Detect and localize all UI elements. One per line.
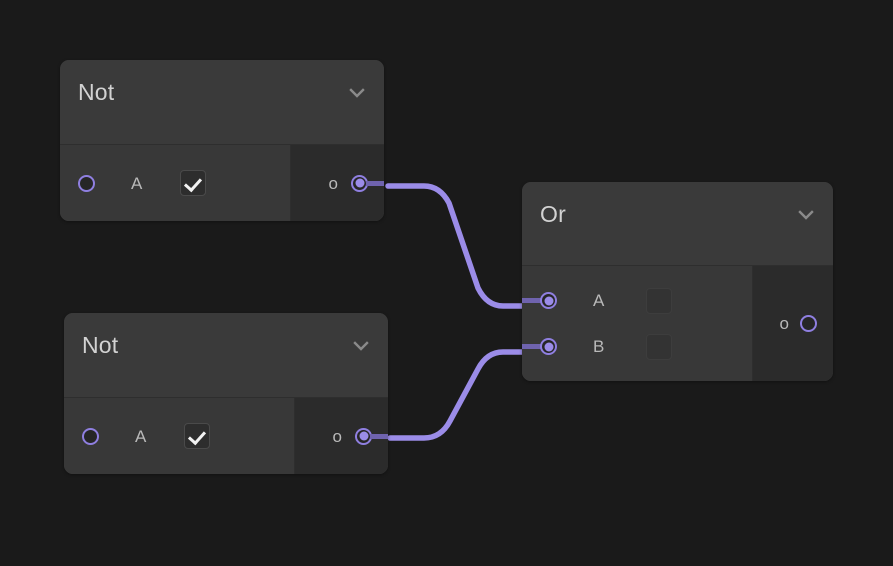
node-inputs-section: A [64,398,295,474]
output-port-row[interactable]: o [295,413,388,459]
node-not-1[interactable]: Not A o [60,60,384,221]
input-port-label: A [135,426,147,446]
output-port-label: o [332,426,342,446]
input-value-checkbox[interactable] [646,287,673,314]
node-outputs-section: o [753,266,833,381]
chevron-down-icon[interactable] [352,339,370,353]
input-port-a[interactable] [82,427,99,445]
input-port-label: B [593,337,605,356]
output-port-row[interactable]: o [291,160,384,206]
node-title: Not [82,332,119,358]
output-wire-stub [370,433,388,439]
node-outputs-section: o [291,145,384,221]
node-outputs-section: o [295,398,388,474]
input-port-row[interactable]: B [522,324,752,370]
output-port-o[interactable] [800,315,817,332]
input-value-checkbox[interactable] [180,170,207,196]
input-value-checkbox[interactable] [184,423,211,449]
node-title: Not [78,79,115,105]
node-header[interactable]: Not [60,60,384,145]
input-port-label: A [593,291,605,310]
node-header[interactable]: Or [522,182,833,266]
connection-wire [387,349,537,441]
node-body: A o [60,145,384,221]
node-inputs-section: A B [522,266,753,381]
input-port-row[interactable]: A [522,278,752,324]
input-port-row[interactable]: A [60,160,290,206]
input-wire-stub [522,298,542,303]
input-port-a[interactable] [540,292,557,309]
input-value-checkbox[interactable] [646,333,673,360]
chevron-down-icon[interactable] [348,86,366,100]
node-or-1[interactable]: Or A B [522,182,833,381]
node-inputs-section: A [60,145,291,221]
node-title: Or [540,201,566,227]
output-port-label: o [779,314,789,333]
input-wire-stub [522,344,542,349]
chevron-down-icon[interactable] [797,208,815,222]
input-port-a[interactable] [78,174,95,192]
connection-wire [385,183,537,309]
output-port-row[interactable]: o [753,301,833,347]
node-body: A B o [522,266,833,381]
input-port-b[interactable] [540,338,557,355]
output-wire-stub [366,180,384,186]
node-header[interactable]: Not [64,313,388,398]
output-port-label: o [328,173,338,193]
node-not-2[interactable]: Not A o [64,313,388,474]
input-port-label: A [131,173,143,193]
node-body: A o [64,398,388,474]
input-port-row[interactable]: A [64,413,294,459]
